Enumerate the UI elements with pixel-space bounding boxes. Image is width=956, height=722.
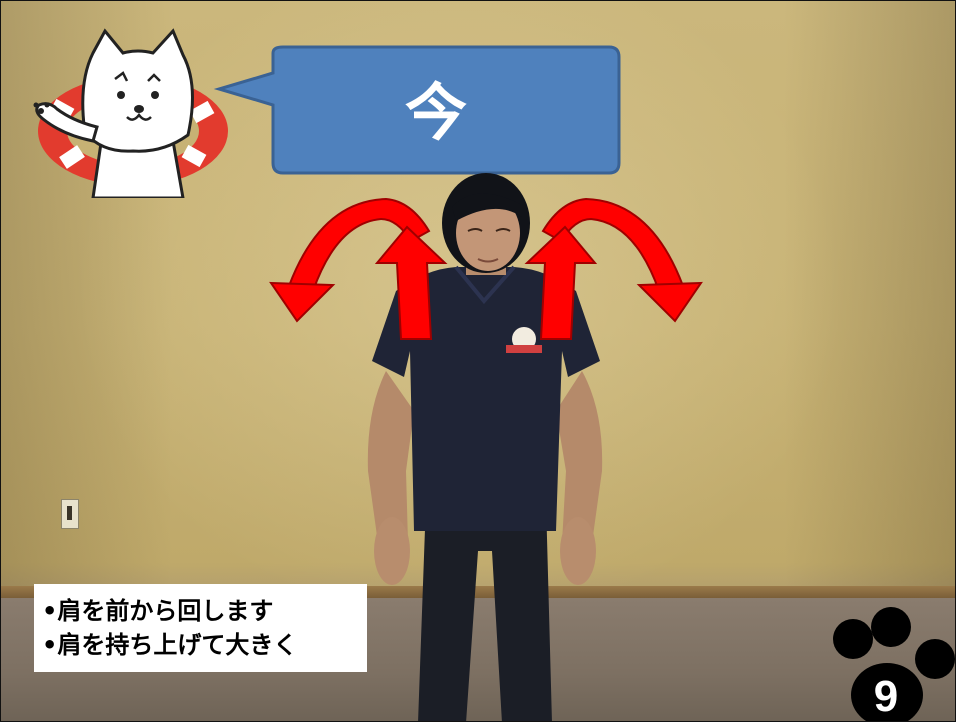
caption-line-1: •肩を前から回します [42,597,274,625]
speech-bubble [213,45,621,175]
speech-bubble-text: 今 [404,76,467,149]
caption-line-2: •肩を持ち上げて大きく [42,631,298,659]
page-number: 9 [873,672,899,721]
wall-outlet [61,499,79,529]
paw-icon [833,607,955,721]
shoulder-rotation-arrows [269,197,703,340]
dog-mascot-icon [33,28,228,198]
instruction-caption: •肩を前から回します •肩を持ち上げて大きく [34,584,367,672]
instructor-figure [367,173,603,721]
